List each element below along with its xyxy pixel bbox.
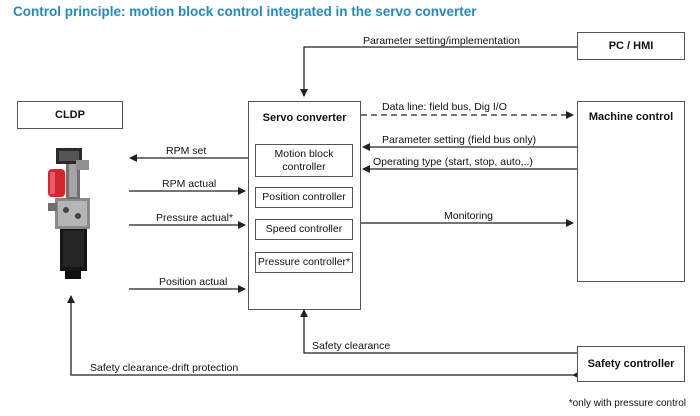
speed-controller: Speed controller (255, 219, 353, 240)
servo-converter-title: Servo converter (262, 112, 347, 124)
machine-control-title: Machine control (588, 111, 674, 123)
param-impl-arrow (300, 46, 577, 97)
drift-protection-arrow (67, 295, 580, 379)
safety-controller-box: Safety controller (577, 346, 685, 382)
label-drift-protection: Safety clearance-drift protection (90, 362, 239, 374)
label-param-fieldbus: Parameter setting (field bus only) (382, 134, 537, 146)
cldp-actuator-image (48, 148, 90, 279)
footnote: *only with pressure control (568, 398, 686, 409)
label-operating-type: Operating type (start, stop, auto,..) (373, 156, 533, 168)
pc-hmi-box: PC / HMI (577, 32, 685, 60)
diagram-title: Control principle: motion block control … (13, 4, 477, 19)
cldp-box: CLDP (17, 101, 123, 129)
label-rpm-actual: RPM actual (162, 178, 217, 190)
position-controller: Position controller (255, 187, 353, 208)
label-data-line: Data line: field bus, Dig I/O (382, 101, 507, 113)
pressure-controller: Pressure controller* (255, 252, 353, 273)
label-param-impl: Parameter setting/implementation (363, 35, 520, 47)
machine-control-box (577, 101, 685, 282)
label-safety-clearance: Safety clearance (312, 340, 391, 352)
label-monitoring: Monitoring (444, 210, 494, 222)
label-pressure-actual: Pressure actual* (156, 212, 234, 224)
motion-block-controller: Motion block controller (255, 144, 353, 177)
label-position-actual: Position actual (159, 276, 228, 288)
label-rpm-set: RPM set (166, 145, 207, 157)
